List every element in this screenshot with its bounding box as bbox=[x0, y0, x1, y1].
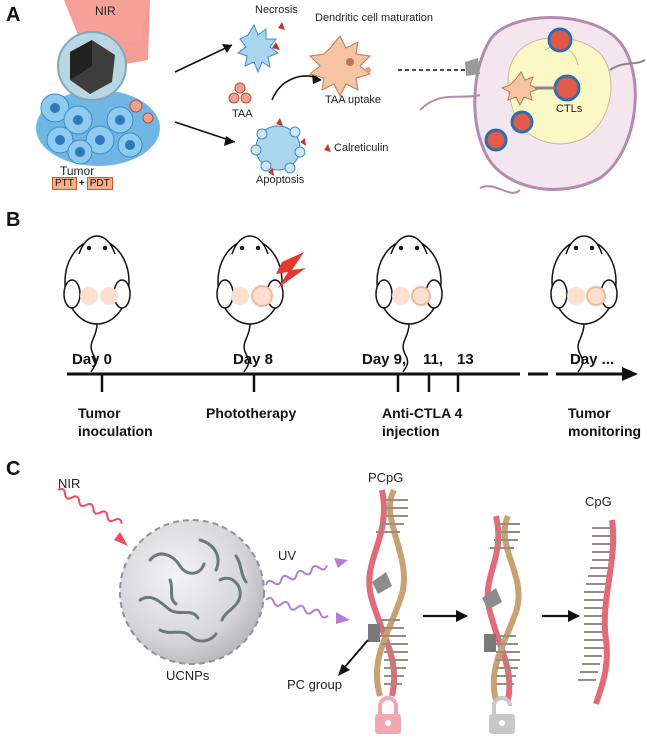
event-monitoring: Tumor monitoring bbox=[568, 404, 641, 440]
event-monitoring-line2: monitoring bbox=[568, 423, 642, 439]
locked-lock-icon bbox=[375, 696, 401, 734]
pcpg-helix bbox=[366, 488, 408, 697]
mouse-day0 bbox=[63, 235, 131, 373]
ptt-pdt-label: PTT+PDT bbox=[52, 177, 113, 190]
day-label-11: 11, bbox=[423, 351, 444, 368]
day-label-0: Day 0 bbox=[72, 351, 113, 368]
event-phototherapy: Phototherapy bbox=[206, 405, 297, 421]
uv-wave-1 bbox=[265, 564, 328, 586]
unlocked-lock-icon bbox=[489, 696, 515, 734]
timeline-arrowhead bbox=[622, 367, 638, 381]
uv-wave-2 bbox=[265, 596, 329, 619]
ucnp-sphere bbox=[119, 519, 265, 665]
event-monitoring-line1: Tumor bbox=[568, 405, 611, 421]
day-label-13: 13 bbox=[457, 351, 474, 368]
taa-label: TAA bbox=[232, 108, 253, 120]
cleaving-helix bbox=[482, 514, 522, 701]
lymph-node bbox=[419, 16, 646, 194]
nir-label-a: NIR bbox=[95, 4, 116, 18]
plus-sign: + bbox=[78, 178, 85, 189]
day-label-9: Day 9, bbox=[362, 351, 407, 368]
event-anti-ctla: Anti-CTLA 4 injection bbox=[382, 404, 462, 440]
event-anti-ctla-line2: injection bbox=[382, 423, 440, 439]
calreticulin-label: Calreticulin bbox=[334, 142, 389, 154]
mouse-day8 bbox=[216, 235, 284, 373]
ctls-label: CTLs bbox=[556, 103, 583, 115]
lightning-icon bbox=[276, 252, 306, 288]
event-inoculation-line2: inoculation bbox=[78, 423, 153, 439]
panel-c-letter: C bbox=[6, 458, 21, 480]
cpg-label: CpG bbox=[585, 494, 612, 509]
day-label-ongoing: Day ... bbox=[570, 351, 615, 368]
apoptosis-cell bbox=[250, 118, 306, 176]
necrosis-cell bbox=[236, 22, 285, 74]
event-inoculation: Tumor inoculation bbox=[78, 404, 153, 440]
ptt-badge: PTT bbox=[52, 177, 77, 190]
dendritic-cell bbox=[308, 35, 372, 98]
mouse-monitoring bbox=[550, 235, 618, 373]
mouse-day9 bbox=[375, 235, 443, 373]
tumor-label: Tumor bbox=[60, 164, 95, 178]
ucnps-label: UCNPs bbox=[166, 668, 210, 683]
cpg-helix bbox=[578, 519, 617, 705]
panel-b-letter: B bbox=[6, 209, 21, 231]
nanoparticle bbox=[57, 31, 127, 101]
event-inoculation-line1: Tumor bbox=[78, 405, 121, 421]
pc-group-label: PC group bbox=[287, 677, 342, 692]
uv-label: UV bbox=[278, 548, 297, 563]
taa-uptake-label: TAA uptake bbox=[325, 94, 382, 106]
apoptosis-label: Apoptosis bbox=[256, 174, 305, 186]
pdt-badge: PDT bbox=[86, 177, 113, 190]
panel-a-letter: A bbox=[6, 4, 21, 26]
dendritic-label: Dendritic cell maturation bbox=[315, 12, 433, 24]
day-label-8: Day 8 bbox=[233, 351, 274, 368]
pcpg-label: PCpG bbox=[368, 470, 404, 485]
necrosis-label: Necrosis bbox=[255, 4, 298, 16]
nir-wave bbox=[57, 487, 123, 524]
nir-label-c: NIR bbox=[58, 476, 81, 491]
tumor-cluster bbox=[36, 90, 160, 166]
event-anti-ctla-line1: Anti-CTLA 4 bbox=[382, 405, 463, 421]
